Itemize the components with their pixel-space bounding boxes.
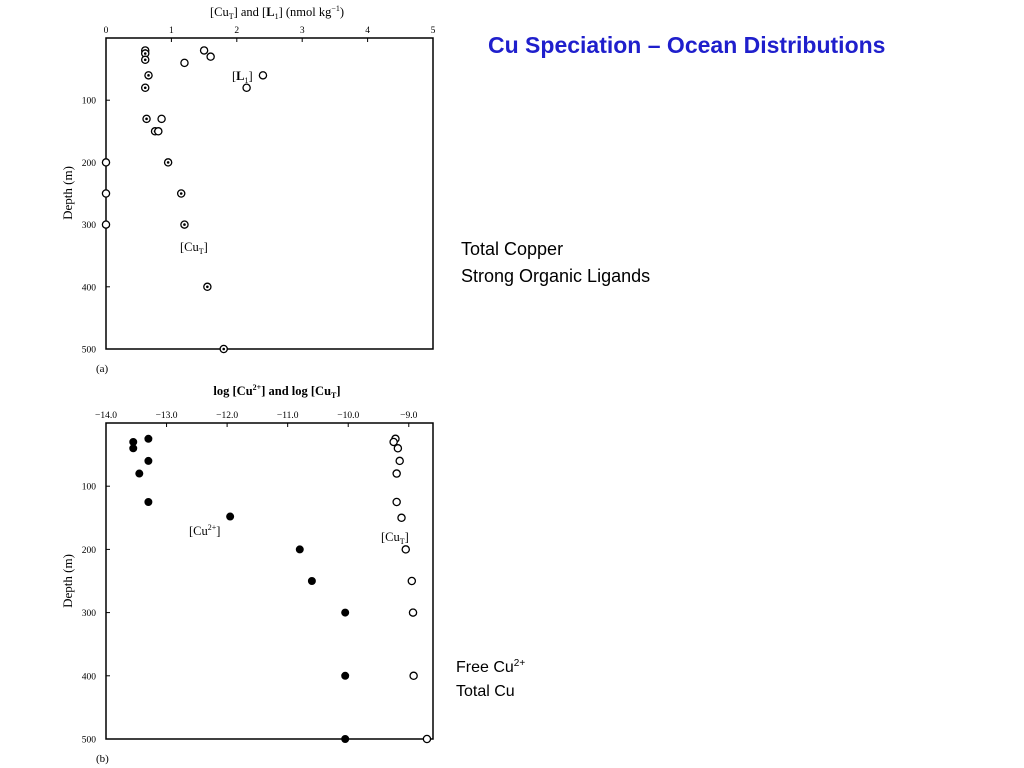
note-total-cu: Total Cu [456,683,515,700]
x-tick-label-b: −13.0 [156,411,178,421]
data-point-a-dotted-circle [142,114,151,124]
data-point-a-open-circle [180,58,189,68]
x-tick-label-b: −12.0 [216,411,238,421]
data-point-a-dotted-circle [176,189,186,198]
data-point-b-open-circle [392,497,401,507]
data-point-a-dotted-circle [219,344,228,354]
data-point-a-open-circle [101,158,111,167]
data-point-b-filled-circle [226,512,235,521]
x-axis-label-a: [CuT] and [L1] (nmol kg−1) [210,4,344,21]
data-point-b-open-circle [422,734,432,744]
y-tick-label-b: 100 [82,483,97,493]
plot-frame-b [105,422,434,740]
x-tick-label-b: −9.0 [400,411,417,421]
plot-frame-a [105,37,434,350]
data-point-b-filled-circle [341,608,350,617]
x-tick-label-b: −14.0 [95,411,117,421]
y-axis-label-b: Depth (m) [60,554,75,608]
data-point-b-filled-circle [307,577,316,585]
data-point-a-dotted-circle [163,158,173,167]
x-tick-label-a: 4 [365,26,370,36]
data-point-b-open-circle [401,545,410,554]
note-free-cu: Free Cu2+ [456,656,525,680]
x-tick-label-a: 0 [104,26,109,36]
y-tick-label-a: 200 [82,159,97,169]
x-tick-label-b: −10.0 [337,411,359,421]
data-point-a-open-circle [157,114,166,124]
data-point-a-open-circle [154,127,163,136]
y-tick-label-a: 400 [82,283,97,293]
data-point-b-filled-circle [129,444,138,453]
annotation-CuT-b: [CuT] [381,530,409,546]
ticks-a: 0 1 2 3 4 5 100 200 300 400 500 [82,26,436,356]
data-point-b-open-circle [409,671,418,681]
y-axis-label-a: Depth (m) [60,166,75,220]
data-point-b-filled-circle [144,498,153,506]
data-point-a-dotted-circle [144,71,153,80]
data-point-b-filled-circle [341,735,350,743]
y-tick-label-b: 400 [82,672,97,682]
data-point-b-open-circle [397,513,406,523]
x-tick-label-a: 1 [169,26,174,36]
data-point-a-dotted-circle [180,220,189,229]
x-tick-label-a: 2 [234,26,239,36]
data-point-b-filled-circle [144,434,153,443]
note-strong-organic-ligands: Strong Organic Ligands [461,266,651,286]
annotation-Cu2plus: [Cu2+] [189,523,220,538]
data-point-a-open-circle [199,46,209,55]
data-point-b-filled-circle [295,545,304,554]
note-free-cu-sup: 2+ [513,658,526,669]
data-point-a-dotted-circle [203,282,212,292]
data-point-a-dotted-circle [140,83,150,93]
chart-panel-a: [CuT] and [L1] (nmol kg−1) Depth (m) (a)… [60,4,436,375]
x-tick-label-b: −11.0 [277,411,299,421]
panel-label-a: (a) [96,363,109,375]
y-tick-label-b: 200 [82,546,97,556]
data-point-b-filled-circle [144,456,153,465]
y-tick-label-a: 100 [82,97,97,107]
points-a [101,46,268,354]
data-point-b-open-circle [395,456,404,466]
data-point-a-dotted-circle [140,55,150,65]
slide-title: Cu Speciation – Ocean Distributions [488,32,886,58]
data-point-a-open-circle [242,83,251,93]
data-point-b-open-circle [407,576,417,586]
legend-notes-b: Free Cu2+ Total Cu [456,656,525,704]
data-point-a-open-circle [101,220,111,229]
x-tick-label-a: 3 [300,26,305,36]
x-tick-label-a: 5 [431,26,436,36]
annotation-CuT-a: [CuT] [180,240,208,256]
data-point-a-open-circle [101,189,111,198]
y-tick-label-a: 500 [82,346,97,356]
x-axis-label-b: log [Cu2+] and log [CuT] [213,383,340,400]
data-point-b-filled-circle [135,469,144,478]
data-point-a-open-circle [258,71,268,80]
y-tick-label-a: 300 [82,221,97,231]
data-point-b-open-circle [389,437,398,447]
note-total-copper: Total Copper [461,239,564,259]
data-point-b-open-circle [393,444,403,453]
ticks-b: −14.0 −13.0 −12.0 −11.0 −10.0 −9.0 100 200 300 40… [82,411,418,746]
annotation-L1: [L1] [232,69,253,85]
data-point-b-open-circle [392,469,401,478]
data-point-b-filled-circle [341,671,350,680]
y-tick-label-b: 300 [82,609,97,619]
points-b [129,434,432,744]
panel-label-b: (b) [96,753,109,765]
data-point-b-open-circle [408,608,418,617]
note-free-cu-base: Free Cu [456,659,514,676]
legend-notes-a: Total Copper Strong Organic Ligands [461,236,650,290]
data-point-a-open-circle [206,52,215,61]
y-tick-label-b: 500 [82,736,97,746]
chart-panel-b: log [Cu2+] and log [CuT] Depth (m) (b) −… [60,383,434,765]
